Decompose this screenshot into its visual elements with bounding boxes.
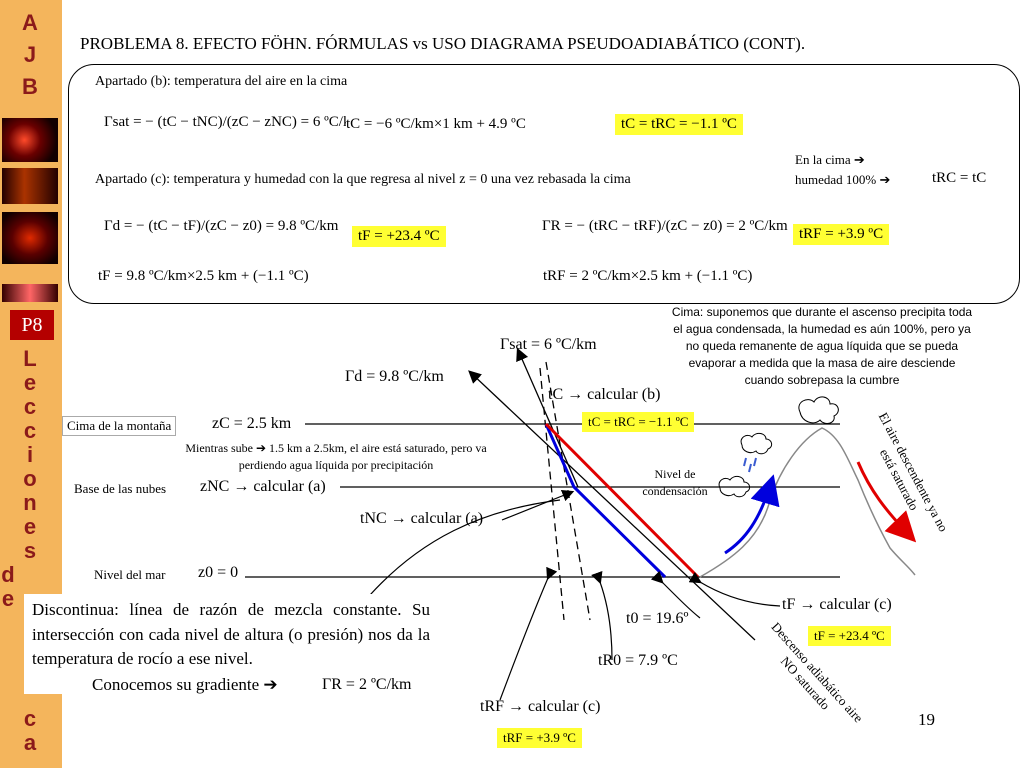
- sidebar-letter: c: [23, 394, 37, 419]
- rain-drop-icon: [748, 463, 752, 473]
- sidebar-letter: c: [23, 706, 37, 731]
- base-nubes-label: Base de las nubes: [74, 481, 167, 496]
- gamma-d-label: Γd = 9.8 ºC/km: [345, 368, 444, 385]
- pointer-discontinua: [369, 499, 561, 596]
- sidebar-letter: e: [23, 370, 37, 395]
- sidebar-letter: a: [23, 730, 37, 755]
- cima-note-2: humedad 100% ➔: [795, 172, 891, 187]
- sidebar-letter: n: [23, 490, 37, 515]
- cloud-icon: [798, 396, 839, 424]
- gamma-sat-label: Γsat = 6 ºC/km: [500, 336, 597, 353]
- gamma-r-label: ΓR = 2 ºC/km: [322, 676, 412, 693]
- sidebar-letter: L: [23, 346, 37, 371]
- trf-calc-label: tRF → calcular (c): [480, 698, 601, 715]
- sidebar-image-4: [2, 284, 58, 302]
- tc-calc-label: tC → calcular (b): [548, 386, 661, 403]
- descending-air-arrow: [856, 461, 917, 543]
- eq-gamma-d: Γd = − (tC − tF)/(zC − z0) = 9.8 ºC/km: [100, 214, 343, 239]
- sidebar-letter: e: [23, 514, 37, 539]
- sidebar-letter: s: [23, 538, 37, 563]
- cima-montana-label: Cima de la montaña: [62, 416, 177, 436]
- ascent-path-line: [544, 423, 667, 579]
- saturated-adiabat-line: [516, 347, 579, 488]
- pointer-tf: [688, 571, 781, 607]
- eq-trf-calc: tRF = 2 ºC/km×2.5 km + (−1.1 ºC): [543, 268, 753, 284]
- eq-trf-result: tRF = +3.9 ºC: [793, 224, 890, 245]
- part-b-heading: Apartado (b): temperatura del aire en la…: [95, 74, 348, 89]
- sidebar-letter: o: [23, 466, 37, 491]
- eq-tf-result: tF = +23.4 ºC: [352, 226, 446, 247]
- discontinua-note: Discontinua: línea de razón de mezcla co…: [32, 600, 430, 668]
- trf-result-label: tRF = +3.9 ºC: [497, 728, 582, 748]
- part-c-heading: Apartado (c): temperatura y humedad con …: [95, 172, 631, 187]
- nivel-condensacion-label: Nivel de condensación: [642, 467, 708, 498]
- pointer-tr0: [591, 570, 613, 661]
- ascending-air-arrow: [724, 474, 780, 555]
- eq-gamma-r: ΓR = − (tRC − tRF)/(zC − z0) = 2 ºC/km: [538, 214, 792, 239]
- tr0-label: tR0 = 7.9 ºC: [598, 652, 678, 669]
- sidebar-letter: A: [22, 10, 38, 35]
- rain-drop-icon: [753, 457, 757, 467]
- page-number: 19: [918, 710, 935, 729]
- page-title: PROBLEMA 8. EFECTO FÖHN. FÓRMULAS vs USO…: [80, 34, 806, 53]
- conocemos-note: Conocemos su gradiente ➔: [90, 675, 280, 695]
- mientras-sube-note: Mientras sube ➔ 1.5 km a 2.5km, el aire …: [185, 441, 487, 472]
- eq-gamma-sat: Γsat = − (tC − tNC)/(zC − zNC) = 6 ºC/km: [100, 110, 367, 135]
- sidebar-letter: B: [22, 74, 38, 99]
- nivel-mar-label: Nivel del mar: [94, 567, 166, 582]
- dry-adiabat-line: [468, 370, 756, 641]
- rain-drop-icon: [743, 457, 747, 467]
- sidebar-image-1: [2, 118, 58, 162]
- sidebar-letter: J: [23, 42, 37, 67]
- eq-trc: tRC = tC: [932, 170, 987, 186]
- pointer-t0: [650, 570, 701, 619]
- tc-trc-label: tC = tRC = −1.1 ºC: [582, 412, 695, 432]
- sidebar-letter: i: [26, 442, 34, 467]
- cima-note: Cima: suponemos que durante el ascenso p…: [671, 305, 973, 387]
- z0-label: z0 = 0: [198, 564, 239, 581]
- sidebar-letter: d: [1, 562, 15, 587]
- sidebar-image-2: [2, 168, 58, 204]
- rain-cloud-icon: [740, 432, 773, 455]
- tf-result-label: tF = +23.4 ºC: [808, 626, 891, 646]
- tnc-label: tNC → calcular (a): [360, 510, 484, 527]
- formulas-box: [68, 64, 1020, 304]
- sidebar-image-3: [2, 212, 58, 264]
- tf-calc-label: tF → calcular (c): [782, 596, 892, 613]
- t0-label: t0 = 19.6º: [626, 610, 689, 627]
- mountain-outline: [699, 427, 916, 578]
- descent-path-line: [544, 422, 700, 579]
- cloud-icon: [718, 475, 751, 498]
- pointer-tnc: [501, 489, 575, 521]
- znc-label: zNC → calcular (a): [200, 478, 326, 495]
- dashed-line-1: [539, 367, 565, 621]
- slide-badge: P8: [10, 310, 54, 340]
- eq-tc-calc: tC = −6 ºC/km×1 km + 4.9 ºC: [346, 116, 526, 133]
- eq-tf-calc: tF = 9.8 ºC/km×2.5 km + (−1.1 ºC): [98, 268, 309, 284]
- zc-label: zC = 2.5 km: [212, 415, 292, 432]
- eq-tc-result: tC = tRC = −1.1 ºC: [615, 114, 743, 135]
- pointer-trf: [499, 566, 558, 701]
- cima-note-1: En la cima ➔: [795, 152, 865, 167]
- sidebar-letter: e: [1, 586, 15, 611]
- sidebar-letter: c: [23, 418, 37, 443]
